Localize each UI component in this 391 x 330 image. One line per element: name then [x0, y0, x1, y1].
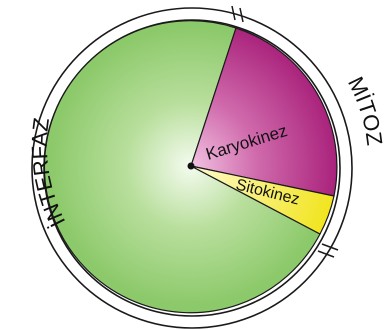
lower-right-tick-marks [317, 243, 339, 258]
cytokinesis-sector [190, 165, 335, 235]
karyokinesis-sector [190, 27, 338, 197]
interphase-sector [43, 20, 321, 314]
center-point [187, 162, 195, 170]
mitosis-label: MİTOZ [343, 73, 387, 147]
top-tick-marks [231, 5, 244, 23]
